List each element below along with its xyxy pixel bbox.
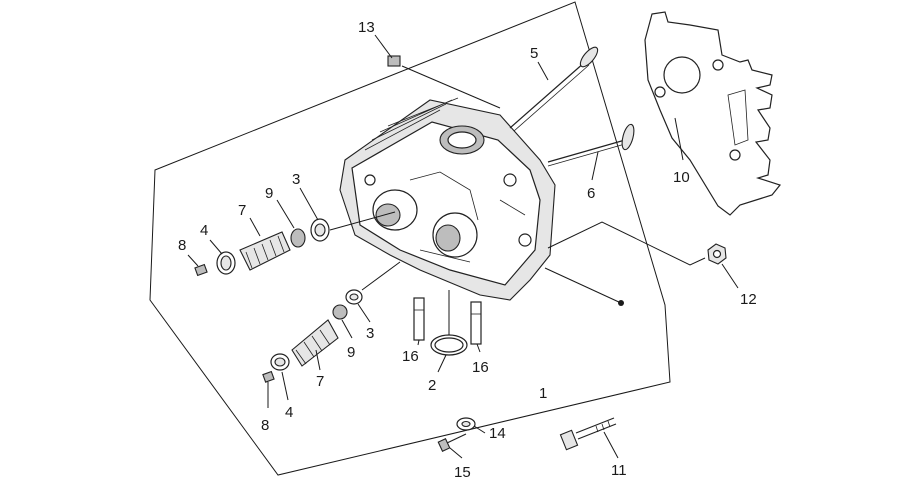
callout-9-lower: 9 <box>347 344 355 361</box>
dowel-pins <box>413 297 482 345</box>
upper-valve-train <box>194 218 330 277</box>
head-gasket <box>644 11 782 216</box>
callout-7-lower: 7 <box>316 373 324 390</box>
callout-5: 5 <box>530 45 538 62</box>
exhaust-valve <box>509 46 599 132</box>
washer-14 <box>456 417 476 431</box>
plug-13 <box>387 55 401 67</box>
o-ring <box>430 334 468 356</box>
leader-lines <box>187 34 739 459</box>
callout-12: 12 <box>740 291 757 308</box>
callout-numbers: 13 5 10 6 12 9 3 7 4 8 3 9 16 16 7 2 1 4… <box>178 19 757 480</box>
bolt-15 <box>437 433 467 452</box>
callout-16-left: 16 <box>402 348 419 365</box>
lower-valve-train <box>262 289 363 383</box>
callout-9-upper: 9 <box>265 185 273 202</box>
callout-10: 10 <box>673 169 690 186</box>
callout-4-upper: 4 <box>200 222 208 239</box>
callout-3-upper: 3 <box>292 171 300 188</box>
bolt-11 <box>559 417 617 451</box>
callout-14: 14 <box>489 425 506 442</box>
cylinder-head <box>339 97 556 301</box>
callout-7-upper: 7 <box>238 202 246 219</box>
callout-16-right: 16 <box>472 359 489 376</box>
intake-valve <box>547 123 635 167</box>
callout-11: 11 <box>611 462 627 479</box>
callout-1: 1 <box>539 385 547 402</box>
callout-4-lower: 4 <box>285 404 293 421</box>
assembly-outline <box>149 1 671 476</box>
callout-8-lower: 8 <box>261 417 269 434</box>
nut-12 <box>707 243 727 265</box>
callout-8-upper: 8 <box>178 237 186 254</box>
callout-3-lower: 3 <box>366 325 374 342</box>
callout-13: 13 <box>358 19 375 36</box>
callout-15: 15 <box>454 464 471 480</box>
callout-6: 6 <box>587 185 595 202</box>
callout-2: 2 <box>428 377 436 394</box>
